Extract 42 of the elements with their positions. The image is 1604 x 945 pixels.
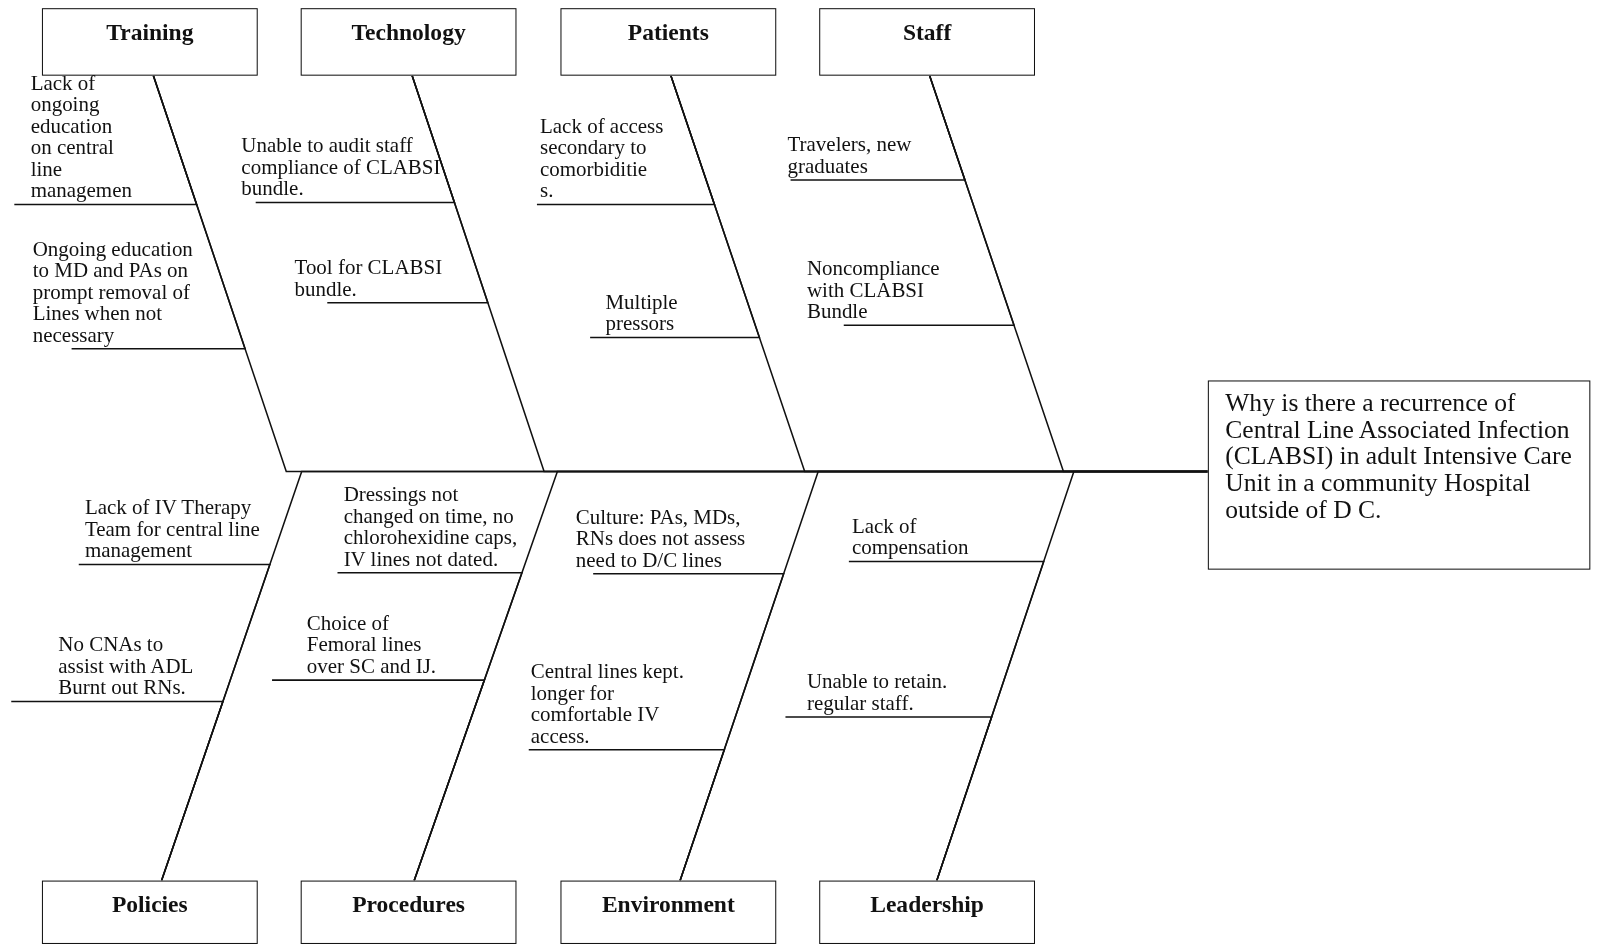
cause-line (784, 716, 993, 882)
category-title: Training (106, 19, 194, 46)
category-title: Policies (111, 891, 188, 919)
cause-text: Travelers, new graduates (787, 134, 941, 177)
cause-text: Unable to retain. regular staff. (806, 670, 971, 714)
category-title: Environment (601, 891, 735, 919)
cause-text: Multiple pressors (605, 291, 718, 335)
cause-text: Unable to audit staff compliance of CLABSI bundle. (241, 135, 446, 200)
category-box (41, 880, 258, 944)
category-title: Patients (627, 19, 709, 46)
category-box (300, 880, 517, 944)
cause-text: Culture: PAs, MDs, RNs does not assess need to D/C lines (575, 506, 765, 571)
category-box (819, 880, 1035, 944)
category-title: Technology (351, 19, 466, 46)
cause-text: Lack of IV Therapy Team for central line management (84, 497, 275, 562)
cause-text: Lack of access secondary to comorbiditie s. (540, 115, 665, 202)
cause-text: Lack of ongoing education on central line managemen (30, 72, 133, 202)
cause-text: Choice of Femoral lines over SC and IJ. (306, 612, 461, 678)
cause-text: Ongoing education to MD and PAs on prompt removal of Lines when not necessary (32, 238, 212, 346)
cause-text: Noncompliance with CLABSI Bundle (806, 257, 971, 323)
category-box (300, 8, 517, 76)
category-box (819, 8, 1035, 76)
cause-line (271, 679, 486, 882)
category-box (41, 8, 258, 76)
cause-text: Dressings not changed on time, no chlorohexidine caps, IV lines not dated. (343, 483, 523, 570)
cause-line (70, 74, 247, 350)
category-box (560, 880, 777, 944)
category-title: Procedures (352, 891, 465, 919)
cause-line (326, 74, 489, 304)
cause-line (528, 748, 726, 882)
cause-text: Central lines kept. longer for comfortable IV access. (530, 660, 710, 747)
category-title: Staff (902, 19, 952, 46)
cause-line (10, 700, 224, 882)
problem-box (1207, 380, 1591, 570)
cause-line (589, 74, 761, 339)
category-box (560, 8, 777, 76)
cause-text: Tool for CLABSI bundle. (294, 256, 469, 300)
category-title: Leadership (870, 891, 984, 919)
cause-text: Lack of compensation (851, 515, 996, 559)
cause-text: No CNAs to assist with ADL Burnt out RNs. (58, 634, 212, 699)
cause-line (843, 74, 1016, 326)
problem-statement: Why is there a recurrence of Central Line Associated Infection (CLABSI) in adult Intensive Care Unit in a community Hospital outside of D C. (1225, 389, 1573, 523)
